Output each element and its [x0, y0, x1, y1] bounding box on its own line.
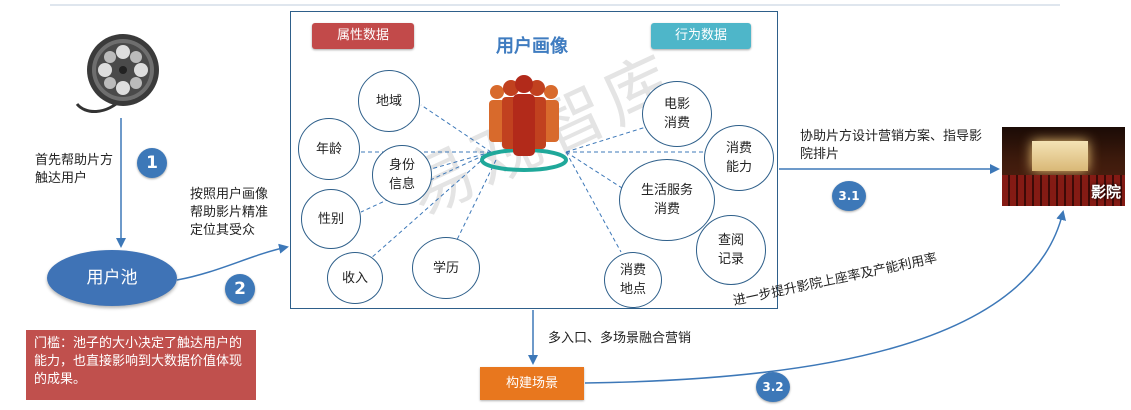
bubble-age-label: 年龄 [315, 141, 342, 157]
bubble-place-label: 消费地点 [619, 263, 646, 297]
step1-badge: 1 [137, 148, 167, 178]
bubble-query-record: 查阅记录 [696, 215, 766, 285]
bubble-id-info: 身份信息 [372, 145, 432, 205]
cinema-screen [1032, 141, 1088, 171]
step31-text: 协助片方设计营销方案、指导影院排片 [800, 129, 983, 162]
bubble-education-label: 学历 [432, 260, 459, 276]
user-pool: 用户池 [47, 250, 177, 306]
film-reel-icon [75, 34, 159, 113]
bubble-consumption-capacity: 消费能力 [704, 125, 774, 191]
user-profile-panel: 易观智库 属性数据 行为数据 用户画像 [290, 11, 778, 309]
step32-badge: 3.2 [756, 372, 790, 402]
bubble-age: 年龄 [298, 118, 360, 180]
bubble-life-label: 生活服务消费 [640, 183, 693, 217]
attribute-data-tag: 属性数据 [312, 23, 414, 49]
behavior-data-tag: 行为数据 [651, 23, 751, 49]
top-divider [50, 4, 1060, 6]
bubble-consumption-place: 消费地点 [604, 252, 662, 308]
cinema-image: 影院 [1002, 127, 1125, 206]
panel-title: 用户画像 [496, 36, 568, 57]
business-people-icon [480, 75, 568, 172]
step1-text: 首先帮助片方触达用户 [35, 153, 114, 186]
bubble-capacity-label: 消费能力 [725, 141, 752, 175]
cinema-label: 影院 [1090, 183, 1121, 201]
arrow-scene-to-cinema [584, 210, 1066, 384]
bubble-query-label: 查阅记录 [717, 233, 744, 267]
bubble-income: 收入 [327, 252, 383, 304]
step31-badge: 3.1 [832, 181, 866, 211]
bubble-id-info-label: 身份信息 [388, 158, 415, 192]
bubble-gender-label: 性别 [317, 211, 344, 227]
bubble-movie-consumption: 电影消费 [642, 81, 712, 147]
cinema-seats [1002, 175, 1125, 206]
bubble-life-service: 生活服务消费 [619, 159, 715, 241]
multi-entry-text: 多入口、多场景融合营销 [548, 331, 692, 346]
bubble-education: 学历 [412, 237, 480, 299]
step2-text: 按照用户画像帮助影片精准定位其受众 [190, 187, 269, 238]
step2-badge: 2 [225, 274, 255, 304]
threshold-note: 门槛：池子的大小决定了触达用户的能力，也直接影响到大数据价值体现的成果。 [26, 330, 256, 400]
bubble-income-label: 收入 [341, 270, 368, 286]
bubble-region: 地域 [358, 70, 420, 132]
bubble-gender: 性别 [301, 189, 361, 249]
bubble-region-label: 地域 [375, 93, 402, 109]
build-scene-box: 构建场景 [480, 367, 584, 400]
arrow-pool-to-panel [176, 243, 289, 281]
bubble-movie-label: 电影消费 [663, 97, 690, 131]
